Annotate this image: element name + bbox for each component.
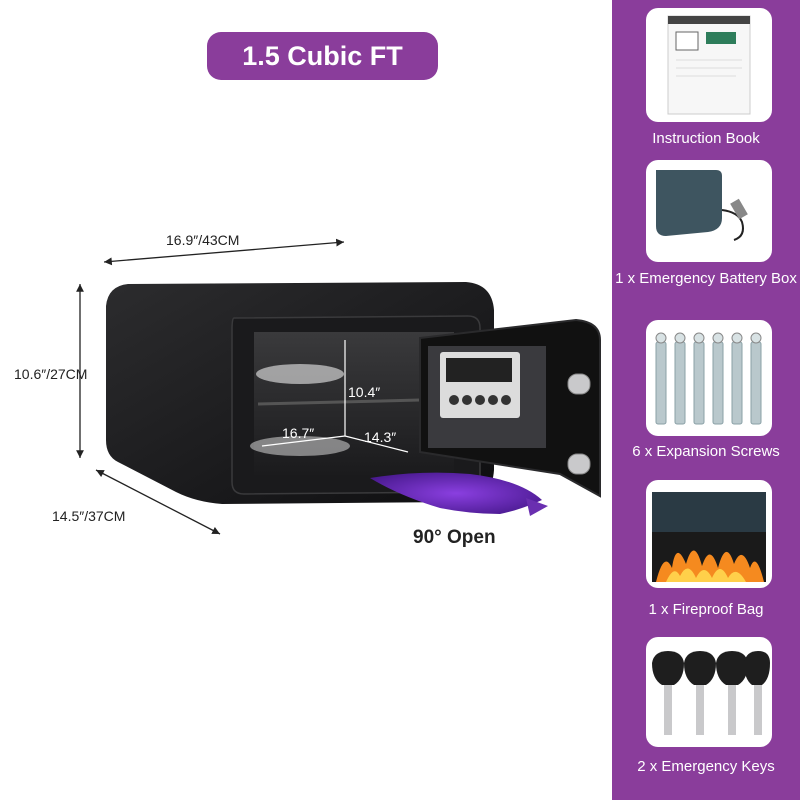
door-bolt — [567, 373, 591, 395]
width-arrow — [103, 238, 345, 266]
instruction-book-icon — [667, 15, 751, 115]
depth-arrow — [95, 469, 221, 535]
accessory-caption: Instruction Book — [652, 130, 760, 147]
expansion-screw-icon — [655, 332, 762, 425]
accessory-card-expansion-screws — [646, 320, 772, 436]
accessory-card-instruction-book — [646, 8, 772, 122]
accessory-caption: 2 x Emergency Keys — [637, 758, 775, 775]
open-angle-label: 90° Open — [413, 527, 496, 548]
fireproof-bag-icon — [652, 492, 766, 582]
inner-depth-label: 14.3″ — [364, 429, 397, 445]
door-bolt — [567, 453, 591, 475]
inner-width-label: 16.7″ — [282, 425, 315, 441]
key-icon — [652, 651, 770, 735]
shelf — [257, 398, 421, 406]
door-swing-arc — [370, 472, 542, 514]
accessory-card-emergency-keys — [646, 637, 772, 747]
height-label: 10.6″/27CM — [14, 366, 88, 382]
accessory-caption: 1 x Emergency Battery Box — [615, 270, 797, 287]
accessory-card-fireproof-bag — [646, 480, 772, 588]
accessory-card-battery-box — [646, 160, 772, 262]
safe-illustration — [76, 238, 601, 535]
capacity-title-badge: 1.5 Cubic FT — [207, 32, 438, 80]
battery-box-icon — [656, 170, 748, 241]
depth-label: 14.5″/37CM — [52, 508, 126, 524]
width-label: 16.9″/43CM — [166, 232, 240, 248]
accessory-caption: 1 x Fireproof Bag — [648, 601, 764, 618]
accessory-caption: 6 x Expansion Screws — [632, 443, 780, 460]
inner-height-label: 10.4″ — [348, 384, 381, 400]
